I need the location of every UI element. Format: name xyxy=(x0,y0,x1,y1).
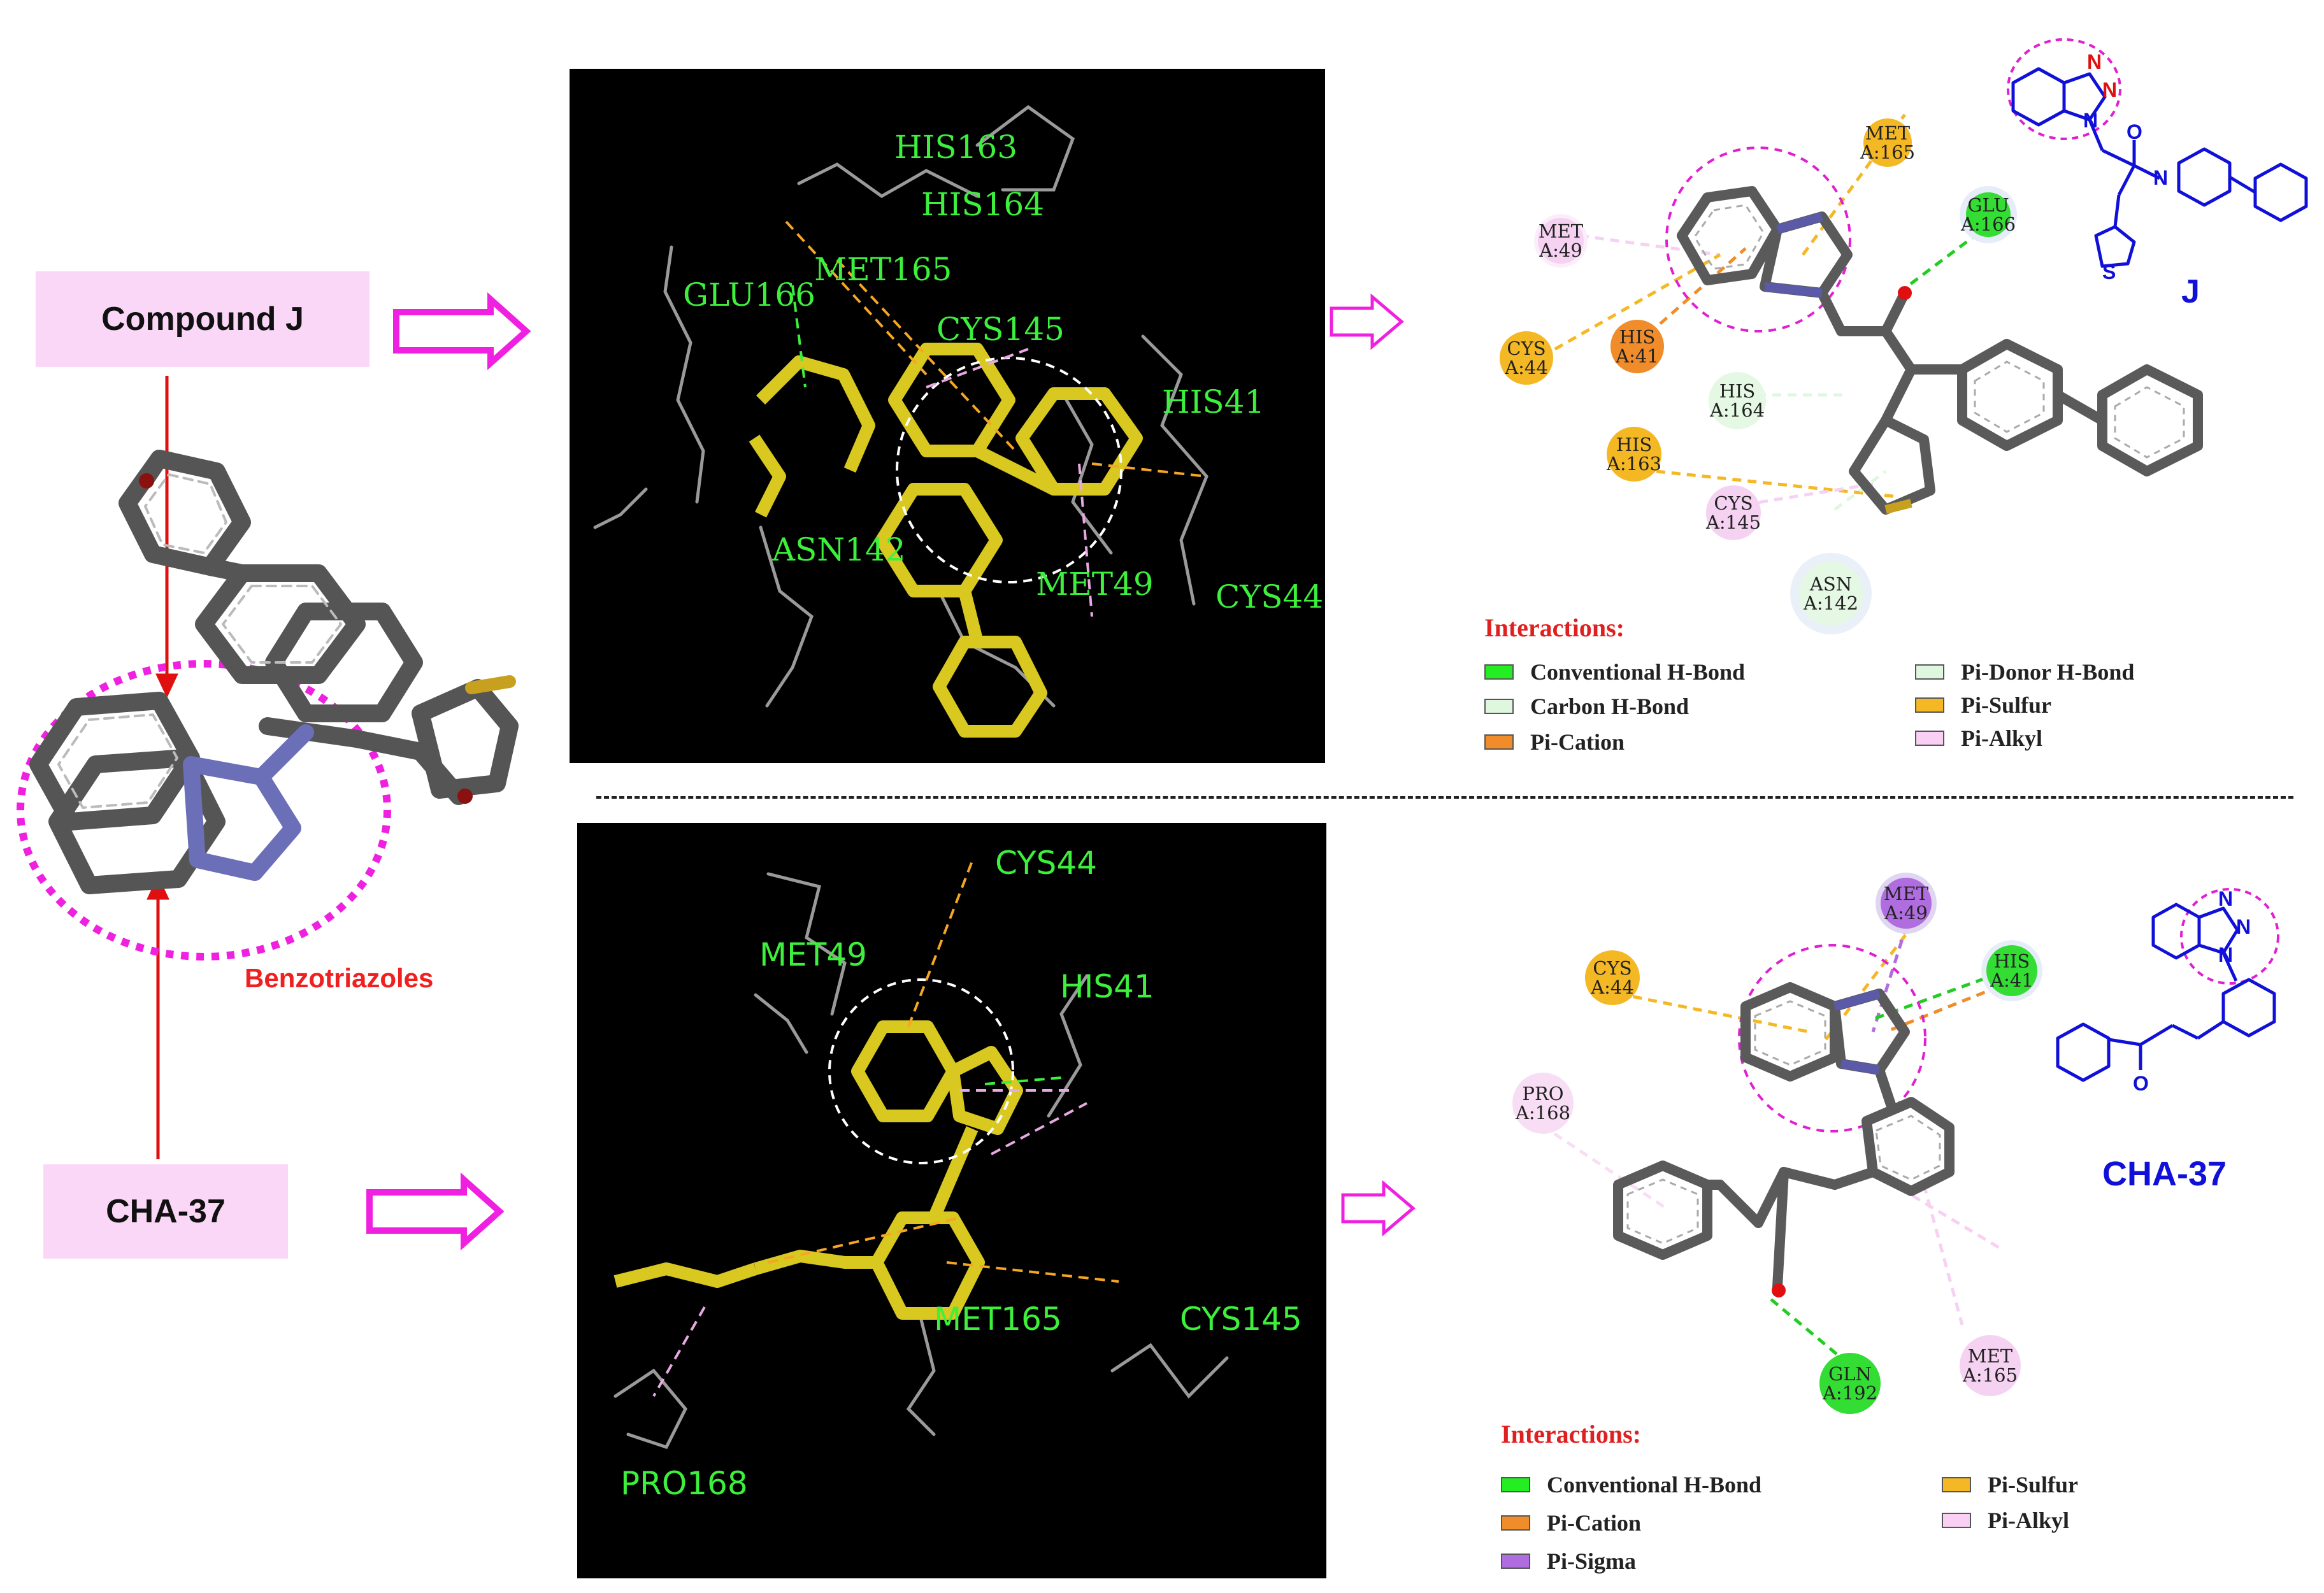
atom-label: N xyxy=(2153,166,2168,189)
benzotriazoles-label: Benzotriazoles xyxy=(245,963,434,993)
residue-label: HIS164 xyxy=(921,186,1045,223)
residue-label: CYS145 xyxy=(1180,1301,1302,1338)
legend-item: Pi-Donor H-Bond xyxy=(1915,659,2134,685)
legend-item: Conventional H-Bond xyxy=(1501,1471,1761,1498)
legend-item: Pi-Alkyl xyxy=(1915,725,2042,752)
legend-item: Carbon H-Bond xyxy=(1484,693,1689,720)
legend-item: Pi-Cation xyxy=(1501,1510,1641,1536)
residue-label: HIS163 xyxy=(894,129,1018,166)
structure-cha37: N N N O xyxy=(2056,887,2279,1095)
atom-label: N xyxy=(2083,109,2098,132)
legend-swatch xyxy=(1942,1477,1971,1492)
residue-label: GLU166 xyxy=(683,276,815,313)
residue-label: HIS41 xyxy=(1162,383,1265,420)
residue-label: MET49 xyxy=(759,936,867,973)
legend-swatch xyxy=(1501,1554,1530,1569)
legend-swatch xyxy=(1501,1515,1530,1531)
legend-swatch xyxy=(1484,734,1514,750)
residue-label: CYS44 xyxy=(995,845,1097,882)
atom-label: N xyxy=(2087,50,2102,73)
ligand-cha37-2d xyxy=(1613,982,1955,1292)
atom-label: N xyxy=(2218,887,2233,910)
legend-swatch xyxy=(1484,664,1514,680)
atom-label: O xyxy=(2133,1072,2149,1095)
bottom-docking-render xyxy=(613,861,1229,1450)
legend-item: Pi-Sulfur xyxy=(1942,1471,2078,1498)
top-docking-view: HIS163 HIS164 MET165 GLU166 CYS145 HIS41… xyxy=(570,69,1325,763)
arrow-right-icon xyxy=(366,292,1416,1251)
legend-swatch xyxy=(1942,1513,1971,1528)
legend-item: Pi-Sigma xyxy=(1501,1548,1636,1575)
atom-label: N xyxy=(2218,943,2233,966)
atom-label: N xyxy=(2102,78,2117,101)
bottom-docking-view: CYS44 MET49 HIS41 MET165 CYS145 PRO168 xyxy=(577,823,1326,1578)
legend-item: Pi-Alkyl xyxy=(1942,1507,2069,1534)
bottom-2d-interaction-diagram xyxy=(1553,910,2014,1364)
structure-j: N N N O N S xyxy=(2007,38,2308,283)
residue-label: HIS41 xyxy=(1060,968,1154,1005)
legend-swatch xyxy=(1484,699,1514,714)
legend-item: Conventional H-Bond xyxy=(1484,659,1745,685)
residue-label: MET49 xyxy=(1036,566,1154,603)
atom-label: N xyxy=(2236,915,2251,938)
compound-j-label: Compound J xyxy=(36,271,369,367)
section-divider xyxy=(596,796,2293,799)
structure-j-label: J xyxy=(2181,273,2200,310)
atom-label: O xyxy=(2127,120,2142,143)
structure-cha37-label: CHA-37 xyxy=(2102,1155,2227,1193)
legend-title: Interactions: xyxy=(1484,613,1625,642)
legend-item: Pi-Cation xyxy=(1484,729,1625,755)
top-docking-render xyxy=(593,104,1209,738)
residue-label: MET165 xyxy=(934,1301,1062,1338)
residue-label: MET165 xyxy=(814,251,952,288)
legend-swatch xyxy=(1501,1477,1530,1492)
residue-label: ASN142 xyxy=(772,531,906,568)
legend-title: Interactions: xyxy=(1501,1420,1641,1448)
legend-swatch xyxy=(1915,664,1944,680)
overlaid-ligands-3d xyxy=(29,450,519,894)
top-2d-interaction-diagram xyxy=(1540,113,2203,515)
ligand-j-2d xyxy=(1677,186,2203,515)
residue-label: PRO168 xyxy=(620,1465,748,1502)
residue-label: CYS44 xyxy=(1216,578,1324,615)
cha37-label: CHA-37 xyxy=(43,1164,288,1259)
legend-swatch xyxy=(1915,731,1944,746)
residue-label: CYS145 xyxy=(936,311,1065,348)
legend-swatch xyxy=(1915,697,1944,713)
legend-item: Pi-Sulfur xyxy=(1915,692,2051,718)
atom-label: S xyxy=(2102,261,2116,283)
